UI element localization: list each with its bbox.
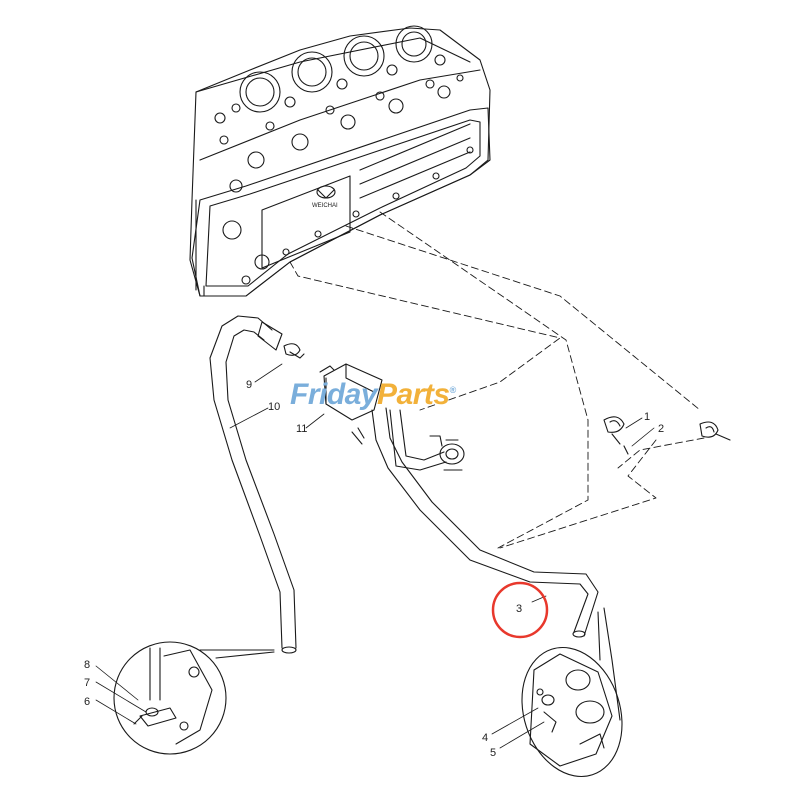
clamp-2 xyxy=(623,421,731,455)
weichai-logo xyxy=(316,185,336,199)
watermark-part2: Parts xyxy=(377,378,450,411)
dashed-leaders xyxy=(289,211,705,549)
clamp-1 xyxy=(603,416,625,445)
callout-10: 10 xyxy=(268,401,280,413)
logo-text: WEICHAI xyxy=(312,203,338,209)
callout-8: 8 xyxy=(84,659,90,671)
callout-4: 4 xyxy=(482,732,488,744)
callout-7: 7 xyxy=(84,677,90,689)
callout-1: 1 xyxy=(644,411,650,423)
callout-3: 3 xyxy=(516,603,522,615)
callout-6: 6 xyxy=(84,696,90,708)
watermark-registered-mark: ® xyxy=(449,385,457,395)
detail-circle-left xyxy=(113,641,275,755)
watermark: FridayParts® xyxy=(290,378,456,412)
pipe-3 xyxy=(371,407,599,638)
watermark-part1: Friday xyxy=(290,378,378,411)
detail-oval-right xyxy=(521,607,623,778)
callout-5: 5 xyxy=(490,747,496,759)
separator-11 xyxy=(319,363,383,445)
callout-9: 9 xyxy=(246,379,252,391)
engine-block xyxy=(189,25,491,297)
callout-11: 11 xyxy=(296,423,307,435)
clamp-9 xyxy=(283,343,305,359)
highlight-circle xyxy=(491,581,549,639)
callout-leaders xyxy=(95,363,655,749)
hose-10 xyxy=(209,315,297,654)
callout-2: 2 xyxy=(658,423,664,435)
